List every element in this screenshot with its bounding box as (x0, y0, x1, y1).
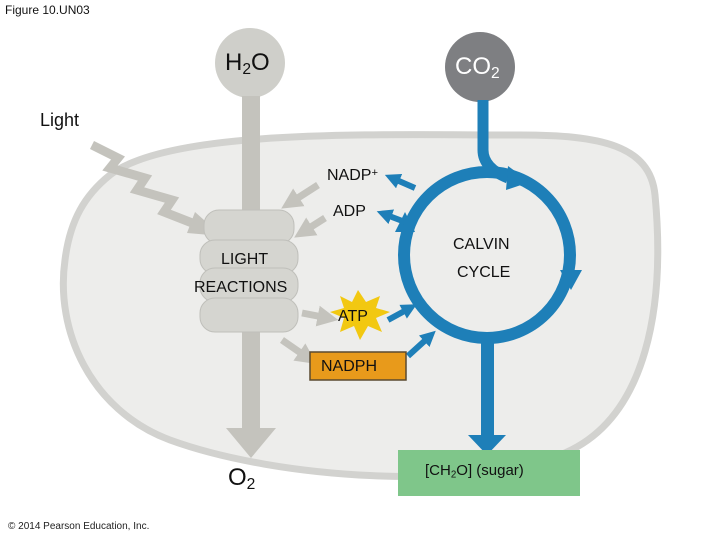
nadph-blue-arrow (405, 330, 436, 359)
nadp-return-arrow (281, 182, 320, 209)
cycle-arrowhead-1-icon (506, 166, 530, 190)
nadp-label: NADP+ (327, 167, 378, 184)
atp-burst (330, 290, 390, 340)
calvin-cycle-label-line1: CALVIN (453, 236, 510, 253)
adp-blue-arrow (376, 209, 407, 225)
nadph-box (309, 351, 407, 381)
adp-label: ADP (333, 203, 366, 220)
nadph-label: NADPH (321, 358, 378, 375)
sugar-box (398, 450, 580, 496)
light-reactions-label-line1: LIGHT (221, 251, 269, 268)
oxygen-arrowhead-icon (226, 428, 276, 458)
atp-label: ATP (338, 308, 368, 325)
light-bolt-icon (89, 140, 207, 233)
sugar-arrowhead-icon (468, 435, 506, 455)
carbon-dioxide-label: CO2 (455, 53, 500, 82)
water-circle (215, 28, 285, 98)
adp-return-arrow (294, 215, 327, 238)
water-label: H2O (225, 49, 270, 78)
nadph-output-arrow (280, 337, 317, 364)
nadp-blue-arrow (384, 173, 417, 191)
co2-circle (445, 32, 515, 102)
copyright-notice: © 2014 Pearson Education, Inc. (8, 521, 150, 532)
calvin-cycle-label-line2: CYCLE (457, 264, 511, 281)
atp-output-arrow (301, 305, 339, 327)
atp-blue-arrow (386, 304, 417, 323)
sugar-flow-arrow (481, 337, 494, 437)
light-label: Light (40, 110, 80, 130)
light-reactions-label-line2: REACTIONS (194, 279, 288, 296)
sugar-label: [CH2O] (sugar) (425, 462, 524, 481)
cycle-arrowhead-2-icon (560, 270, 582, 290)
oxygen-label: O2 (228, 464, 256, 493)
figure-label: Figure 10.UN03 (5, 3, 90, 17)
thylakoid-stack (199, 209, 299, 333)
